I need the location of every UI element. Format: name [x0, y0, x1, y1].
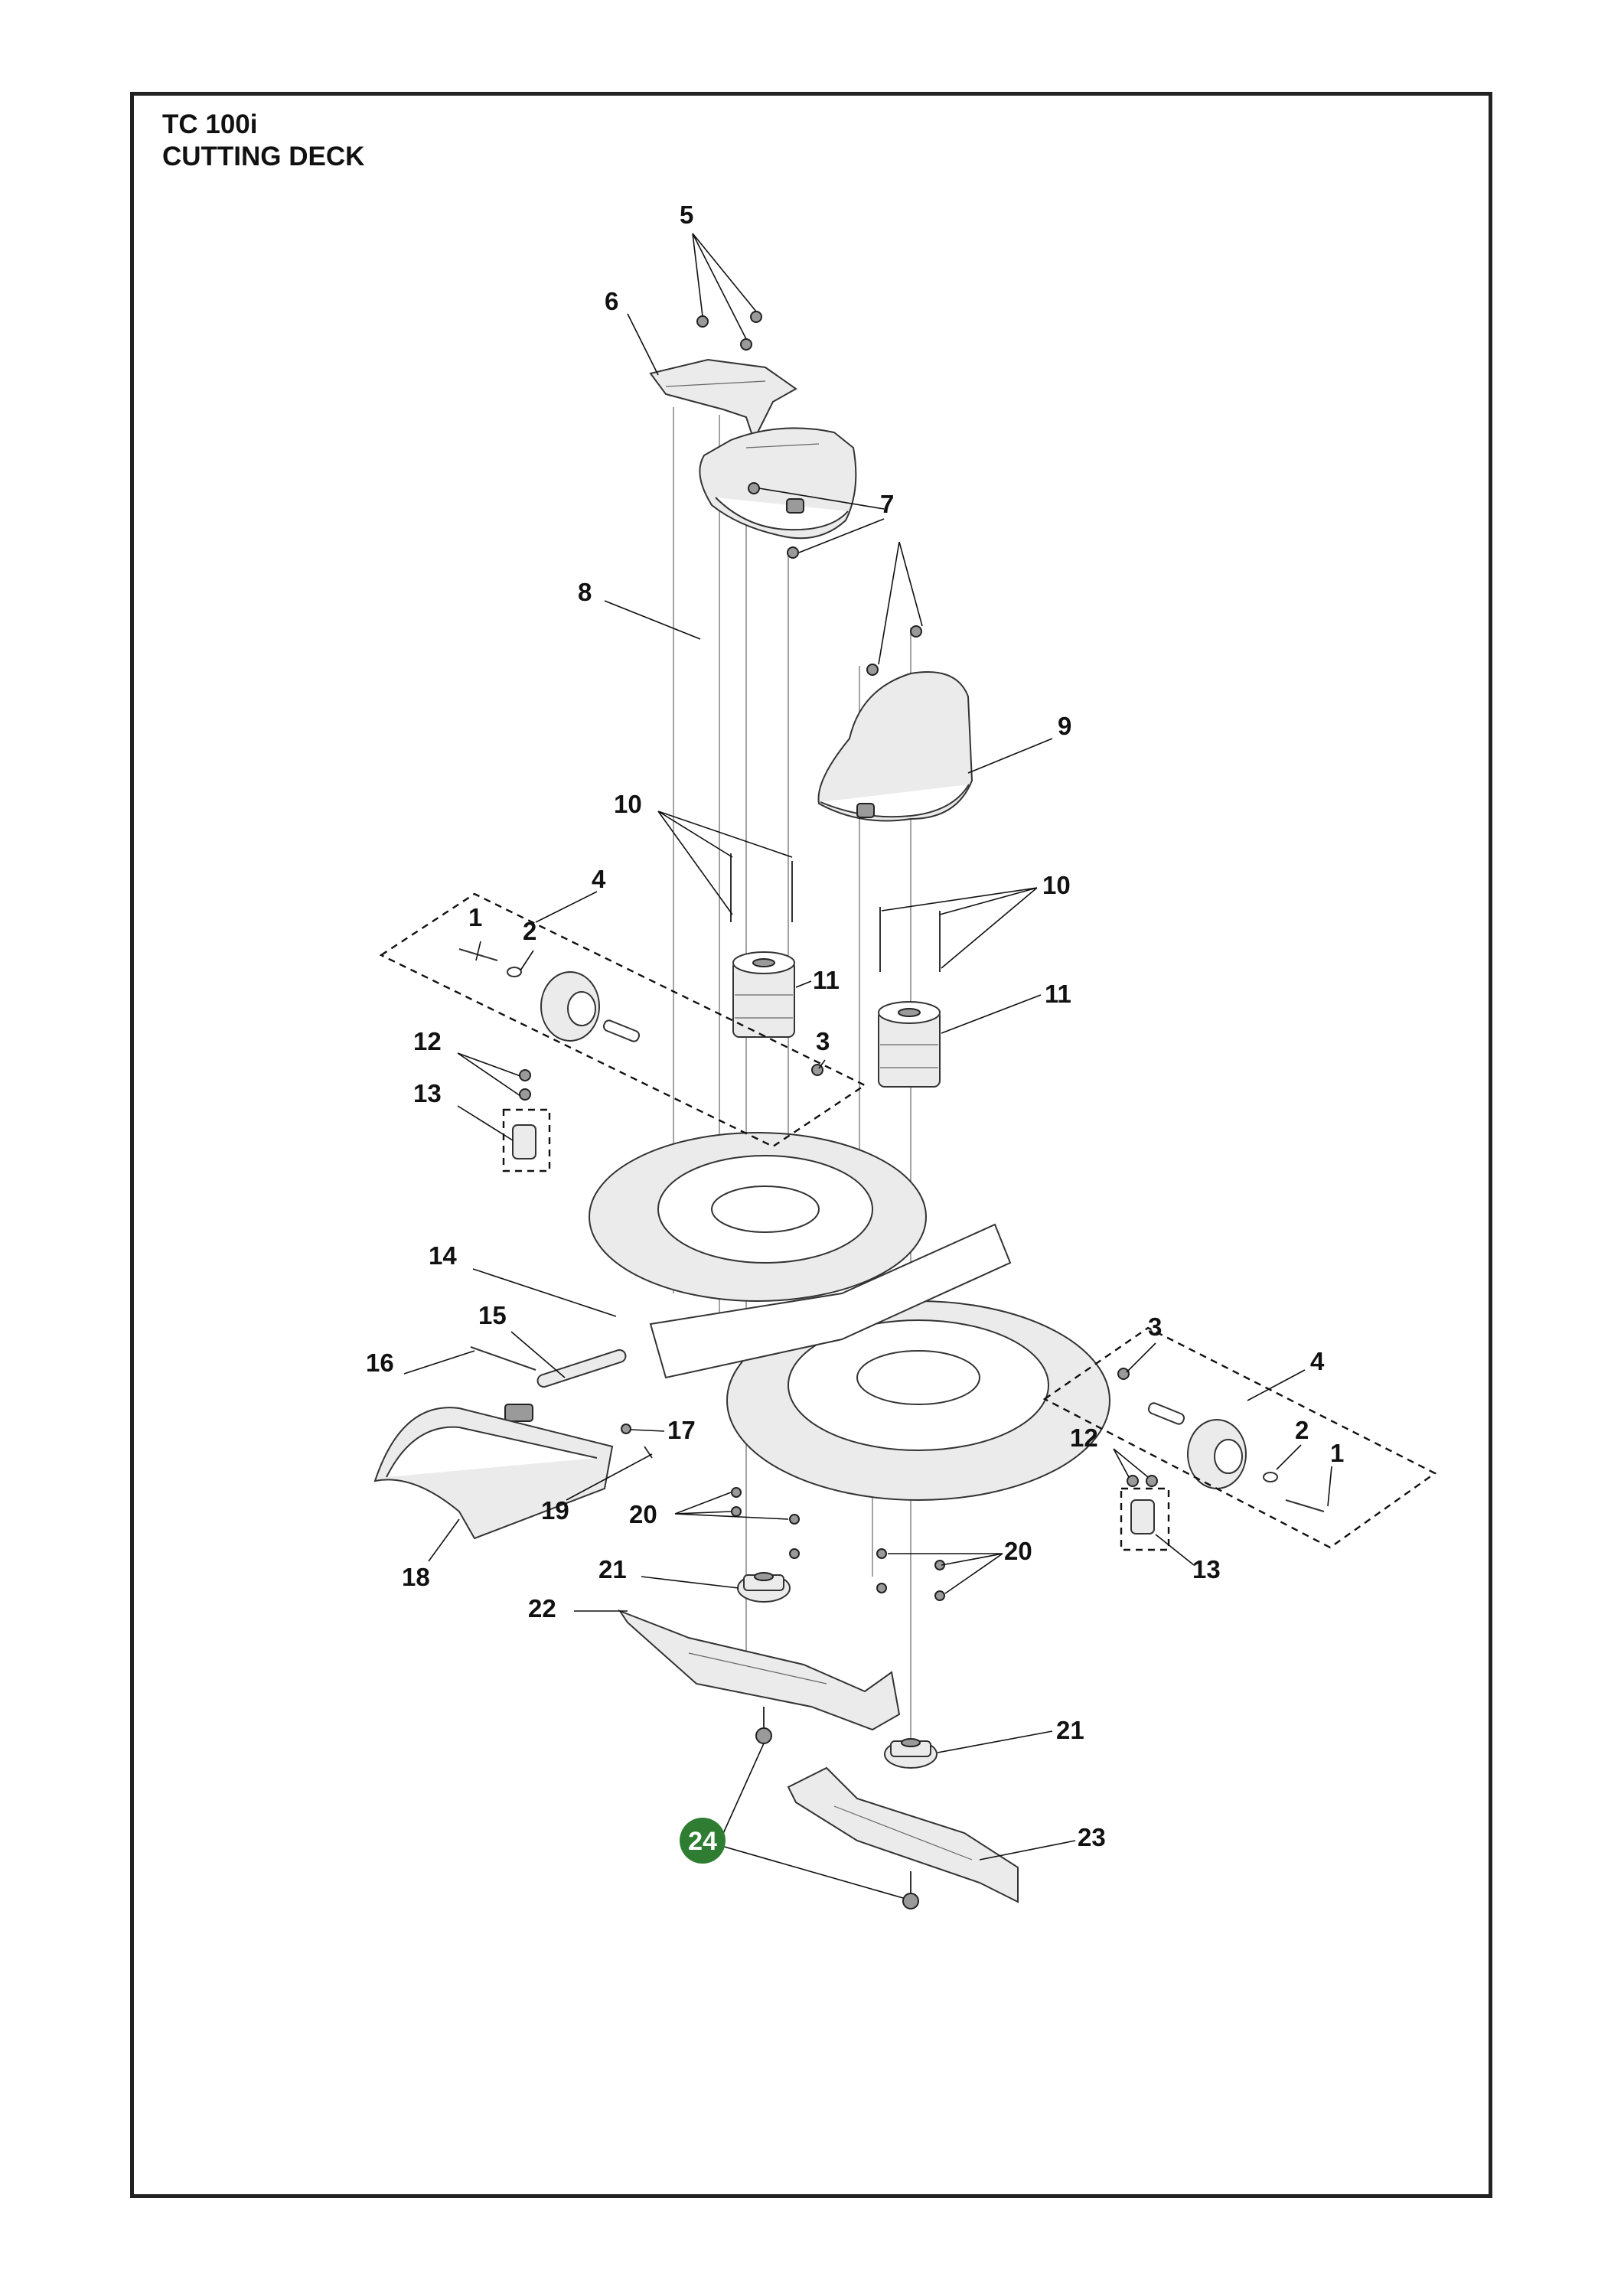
part-blade-left — [618, 1609, 901, 1731]
callout-21-right: 21 — [1056, 1716, 1084, 1744]
callout-24-highlight[interactable]: 24 — [680, 1818, 726, 1864]
model-title: TC 100i — [162, 109, 258, 139]
callout-13-right: 13 — [1192, 1555, 1221, 1583]
callout-20-left: 20 — [629, 1500, 657, 1528]
leader-lines — [403, 233, 1332, 1899]
callout-4-right: 4 — [1310, 1347, 1325, 1375]
part-handle-bracket — [649, 358, 797, 442]
callout-1-left: 1 — [468, 903, 482, 931]
part-nuts-5 — [696, 311, 762, 351]
callout-19: 19 — [541, 1496, 569, 1525]
wheel-kit-outline-left — [379, 892, 867, 1172]
part-motor-cover-left — [699, 427, 857, 540]
part-motor-cover-right — [817, 671, 973, 822]
callout-12-left: 12 — [413, 1027, 442, 1055]
part-height-adjuster-right — [1127, 1475, 1158, 1534]
callout-9: 9 — [1058, 712, 1071, 740]
callout-2-right: 2 — [1295, 1416, 1309, 1444]
part-motor-left — [732, 951, 795, 1038]
callout-23: 23 — [1078, 1823, 1106, 1851]
part-blade-bolts — [755, 1707, 919, 1910]
callout-11-left: 11 — [813, 966, 840, 994]
title-block: TC 100i CUTTING DECK — [162, 109, 364, 173]
drawing-frame — [130, 92, 1492, 2198]
part-lift-rod — [470, 1346, 653, 1459]
callout-18: 18 — [402, 1563, 430, 1591]
part-height-adjuster-left — [512, 1069, 536, 1159]
callout-16: 16 — [366, 1349, 394, 1377]
callout-3-right: 3 — [1148, 1313, 1162, 1341]
callout-2-left: 2 — [523, 917, 536, 945]
callout-15: 15 — [478, 1301, 507, 1329]
callout-5: 5 — [680, 201, 693, 229]
part-cutting-deck — [589, 1132, 1110, 1501]
part-blade-right — [787, 1766, 1019, 1903]
part-bolts-10 — [730, 853, 941, 972]
callout-11-right: 11 — [1045, 980, 1071, 1008]
callout-12-right: 12 — [1070, 1424, 1098, 1452]
callout-8: 8 — [578, 578, 592, 606]
part-grass-deflector — [373, 1407, 614, 1540]
part-blade-hub-right — [884, 1738, 938, 1769]
callout-22: 22 — [528, 1594, 556, 1623]
callout-21-left: 21 — [598, 1555, 627, 1583]
part-motor-right — [878, 1001, 941, 1088]
callout-labels: 5 6 7 8 9 10 10 11 11 4 1 2 3 12 13 14 1… — [366, 201, 1344, 1851]
highlight-marker — [680, 1818, 726, 1864]
callout-1-right: 1 — [1330, 1439, 1344, 1467]
callout-17: 17 — [667, 1416, 696, 1444]
callout-4-left: 4 — [592, 865, 606, 893]
callout-20-right: 20 — [1004, 1537, 1032, 1565]
callout-24: 24 — [688, 1827, 717, 1856]
callout-6: 6 — [605, 287, 618, 315]
wheel-kit-outline-right — [1042, 1326, 1437, 1551]
callout-10-right: 10 — [1042, 871, 1071, 899]
callout-7: 7 — [880, 490, 894, 518]
callout-10-left: 10 — [614, 790, 642, 818]
part-wheel-right — [1117, 1368, 1325, 1512]
callout-13-left: 13 — [413, 1079, 442, 1107]
part-blade-hub-left — [737, 1572, 791, 1603]
callout-3-left: 3 — [816, 1027, 830, 1055]
callout-14: 14 — [429, 1241, 457, 1270]
part-wheel-left — [458, 948, 823, 1076]
section-title: CUTTING DECK — [162, 142, 365, 171]
